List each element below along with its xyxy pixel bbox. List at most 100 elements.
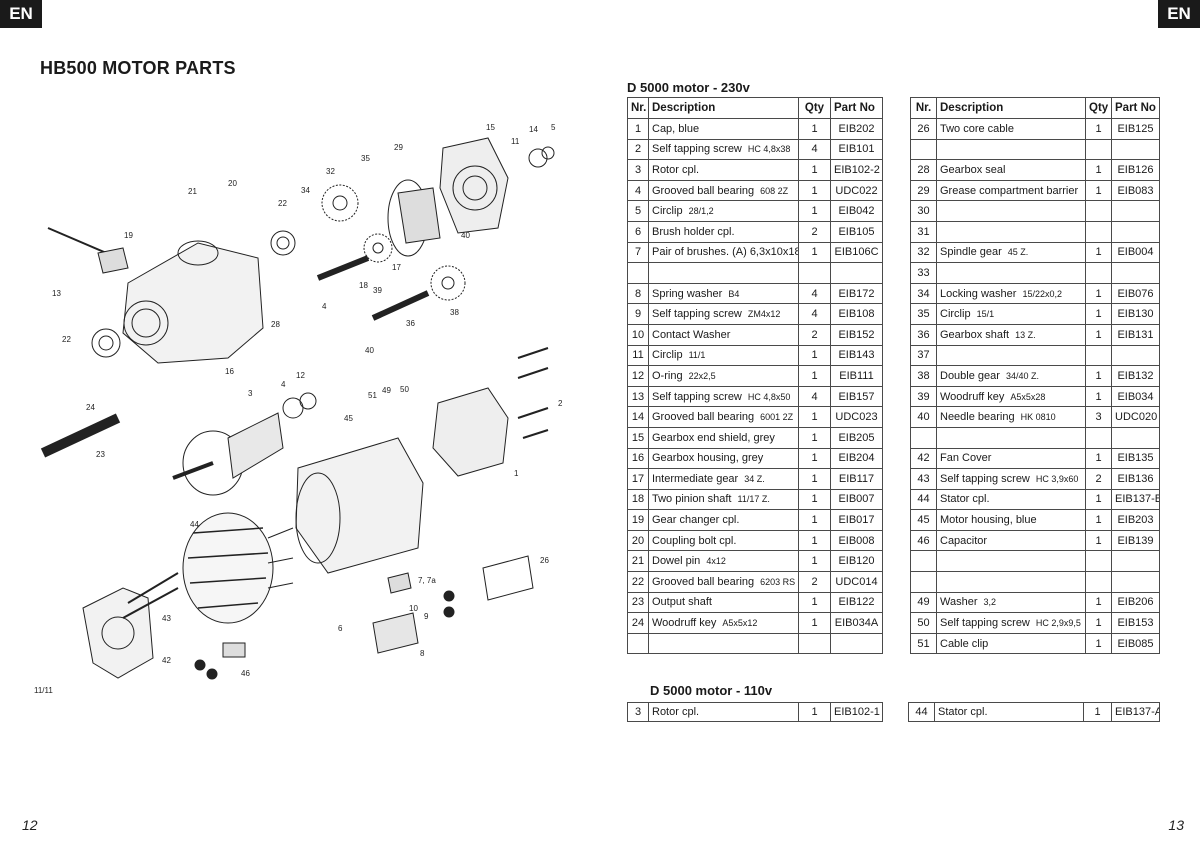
row-description: Two core cable: [936, 118, 1086, 140]
description-text: Circlip: [652, 205, 683, 218]
spec-text: 3,2: [983, 597, 997, 608]
fan-cover: [432, 347, 549, 477]
description-text: Stator cpl.: [940, 493, 990, 506]
row-nr: 20: [627, 529, 649, 552]
callout-label: 7, 7a: [418, 576, 436, 585]
row-description: Brush holder cpl.: [648, 220, 799, 243]
row-part-no: EIB153: [1111, 612, 1160, 634]
row-part-no: [1111, 200, 1160, 222]
row-part-no: EIB137-A: [1111, 702, 1160, 722]
row-qty: 1: [1083, 702, 1112, 722]
row-part-no: [830, 632, 883, 655]
circle-marker: [443, 606, 455, 618]
row-nr: 13: [627, 385, 649, 408]
callout-label: 32: [326, 167, 335, 176]
row-part-no: EIB034A: [830, 612, 883, 634]
description-text: Cable clip: [940, 637, 989, 650]
row-part-no: EIB137-B: [1111, 488, 1160, 511]
row-part-no: [1111, 344, 1160, 367]
row-nr: 18: [627, 488, 649, 511]
row-nr: 5: [627, 200, 649, 222]
row-nr: 10: [627, 323, 649, 346]
col-header-part-no: Part No: [830, 97, 883, 119]
spec-text: 22x2,5: [688, 370, 716, 381]
row-part-no: EIB131: [1111, 323, 1160, 346]
row-part-no: EIB102-1: [830, 702, 883, 722]
description-text: Intermediate gear: [652, 472, 739, 485]
spec-text: 608 2Z: [760, 185, 789, 196]
row-qty: 1: [798, 702, 831, 722]
page-title: HB500 MOTOR PARTS: [40, 58, 236, 78]
row-qty: 2: [1085, 468, 1112, 490]
page-number-right: 13: [1168, 817, 1184, 833]
row-nr: 12: [627, 365, 649, 387]
row-nr: 21: [627, 550, 649, 573]
description-text: O-ring: [652, 369, 683, 382]
description-text: Dowel pin: [652, 555, 701, 568]
row-nr: 44: [910, 488, 937, 511]
row-qty: 1: [798, 426, 831, 449]
row-description: [936, 262, 1086, 284]
spec-text: 45 Z.: [1007, 247, 1029, 258]
row-part-no: EIB206: [1111, 591, 1160, 614]
row-description: Output shaft: [648, 591, 799, 614]
circle-marker: [194, 659, 206, 671]
row-description: Double gear 34/40 Z.: [936, 365, 1086, 387]
callout-label: 35: [361, 154, 370, 163]
table-row: 30: [910, 200, 1160, 222]
row-qty: 1: [798, 118, 831, 140]
row-qty: 1: [798, 488, 831, 511]
row-part-no: EIB203: [1111, 509, 1160, 531]
callout-label: 12: [296, 371, 305, 380]
row-part-no: EIB135: [1111, 447, 1160, 470]
callout-label: 50: [400, 385, 409, 394]
row-nr: 24: [627, 612, 649, 634]
row-nr: 22: [627, 571, 649, 593]
row-qty: 2: [798, 571, 831, 593]
row-nr: 15: [627, 426, 649, 449]
row-qty: 1: [1085, 385, 1112, 408]
row-part-no: [830, 262, 883, 284]
callout-label: 24: [86, 403, 95, 412]
row-description: Rotor cpl.: [648, 702, 799, 722]
callout-label: 22: [278, 199, 287, 208]
callout-label: 13: [52, 289, 61, 298]
row-description: Gearbox housing, grey: [648, 447, 799, 470]
motor-housing: [295, 437, 424, 574]
row-qty: [1085, 262, 1112, 284]
row-part-no: EIB042: [830, 200, 883, 222]
row-description: Pair of brushes. (A) 6,3x10x18: [648, 241, 799, 264]
description-text: Two pinion shaft: [652, 493, 732, 506]
row-qty: 1: [798, 241, 831, 264]
description-text: Double gear: [940, 369, 1000, 382]
spec-text: HC 3,9x60: [1035, 473, 1079, 484]
spec-text: B4: [728, 288, 740, 299]
description-text: Gearbox end shield, grey: [652, 431, 775, 444]
callout-label: 1: [198, 663, 202, 670]
description-text: Fan Cover: [940, 452, 992, 465]
row-nr: 26: [910, 118, 937, 140]
spec-text: 34/40 Z.: [1005, 370, 1039, 381]
row-description: Gearbox seal: [936, 159, 1086, 181]
row-nr: 37: [910, 344, 937, 367]
row-qty: 1: [798, 344, 831, 367]
row-description: [648, 262, 799, 284]
row-nr: 30: [910, 200, 937, 222]
row-qty: 1: [1085, 323, 1112, 346]
language-badge-left: EN: [0, 0, 42, 28]
